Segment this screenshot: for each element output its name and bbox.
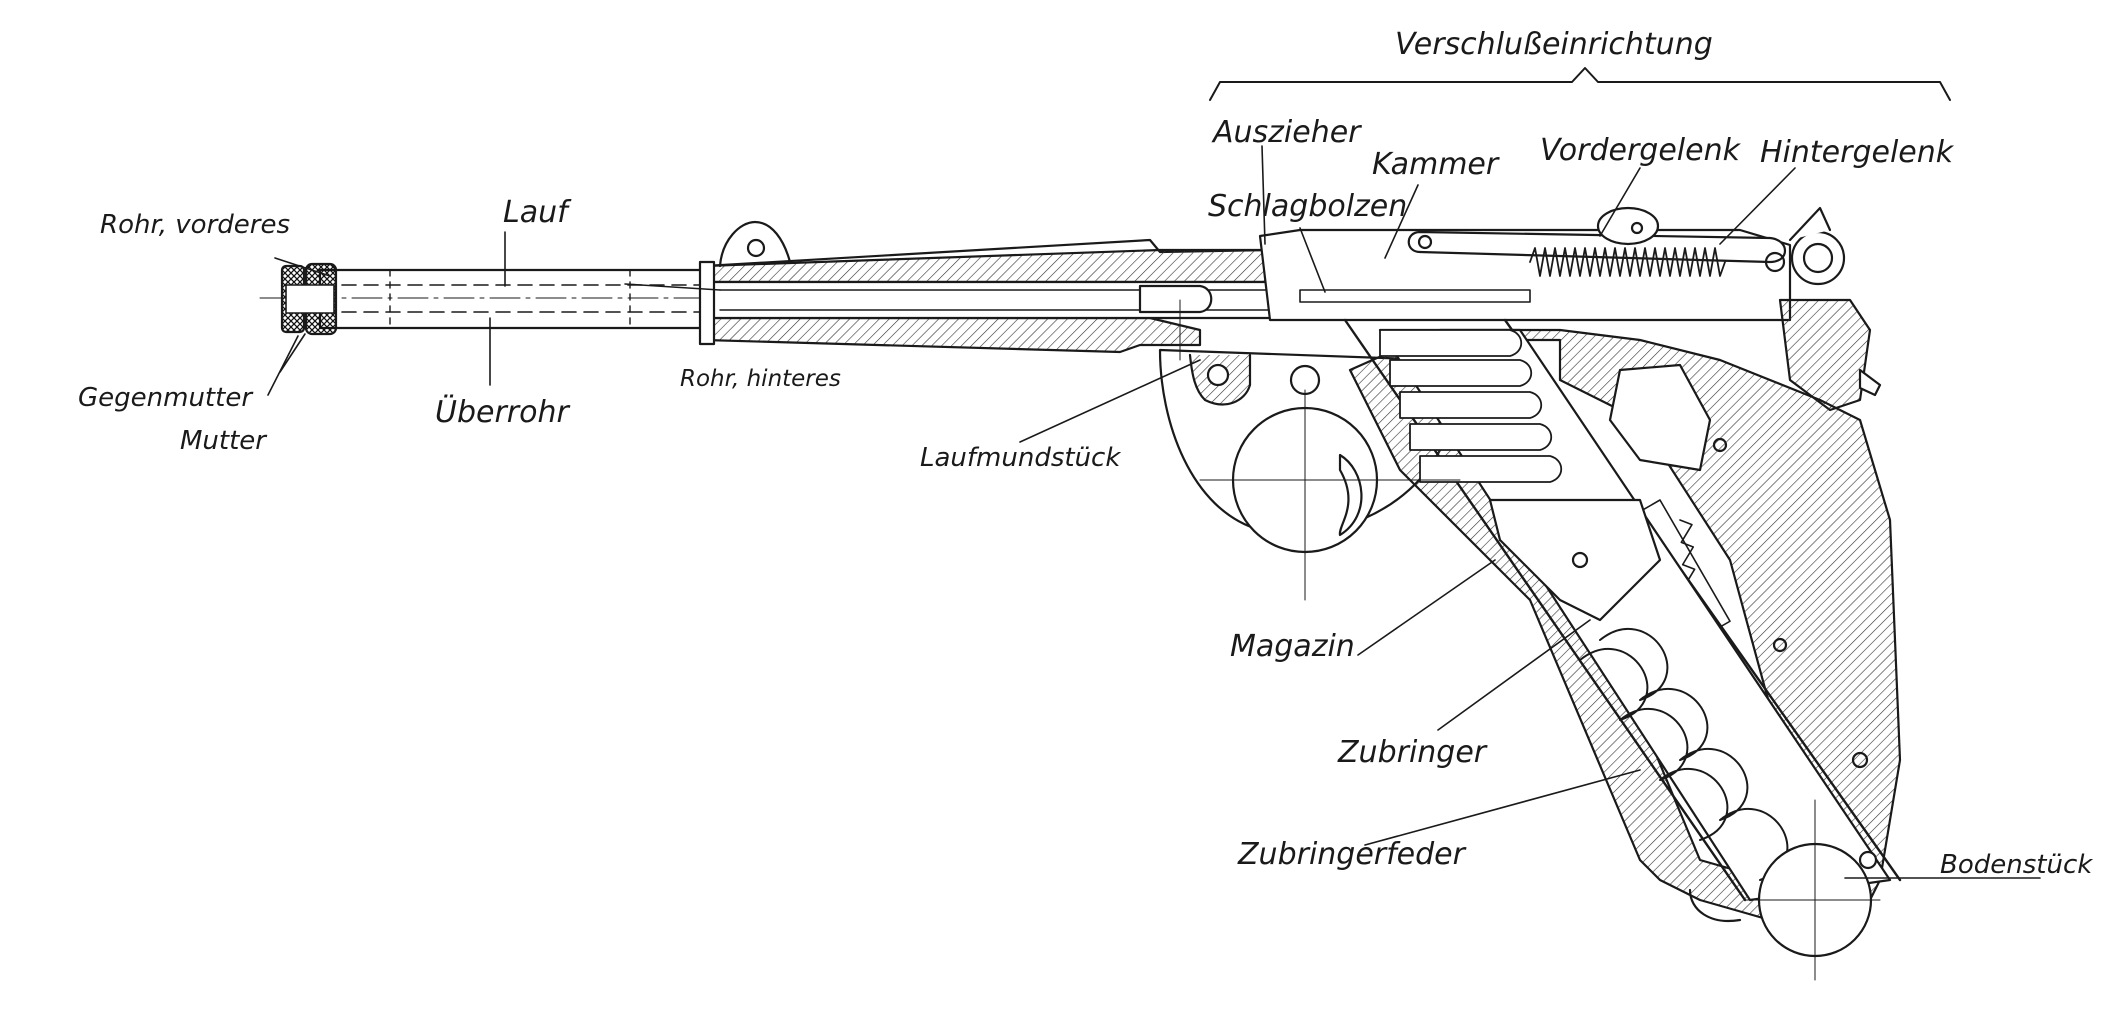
label-mutter: Mutter <box>180 426 266 456</box>
toggle-assembly <box>1258 206 1882 412</box>
label-rohr-vorderes: Rohr, vorderes <box>100 210 290 240</box>
label-lauf: Lauf <box>503 195 568 230</box>
magazine <box>1378 328 1892 958</box>
label-kammer: Kammer <box>1372 147 1499 182</box>
label-laufmundstueck: Laufmundstück <box>920 443 1121 473</box>
label-auszieher: Auszieher <box>1213 115 1361 150</box>
label-vordergelenk: Vordergelenk <box>1540 133 1740 168</box>
label-gegenmutter: Gegenmutter <box>78 383 253 413</box>
label-hintergelenk: Hintergelenk <box>1760 135 1954 170</box>
receiver <box>698 220 1292 354</box>
label-magazin: Magazin <box>1230 629 1355 664</box>
label-zubringerfeder: Zubringerfeder <box>1238 837 1465 872</box>
label-schlagbolzen: Schlagbolzen <box>1208 189 1408 224</box>
centerlines <box>1179 299 1881 981</box>
label-verschlusseinrichtung: Verschlußeinrichtung <box>1395 27 1713 62</box>
label-ueberrohr: Überrohr <box>435 395 569 430</box>
label-bodenstueck: Bodenstück <box>1940 850 2093 880</box>
muzzle-nuts <box>280 262 338 336</box>
label-rohr-hinteres: Rohr, hinteres <box>680 366 841 392</box>
leader-lines <box>267 67 2041 879</box>
label-zubringer: Zubringer <box>1338 735 1487 770</box>
